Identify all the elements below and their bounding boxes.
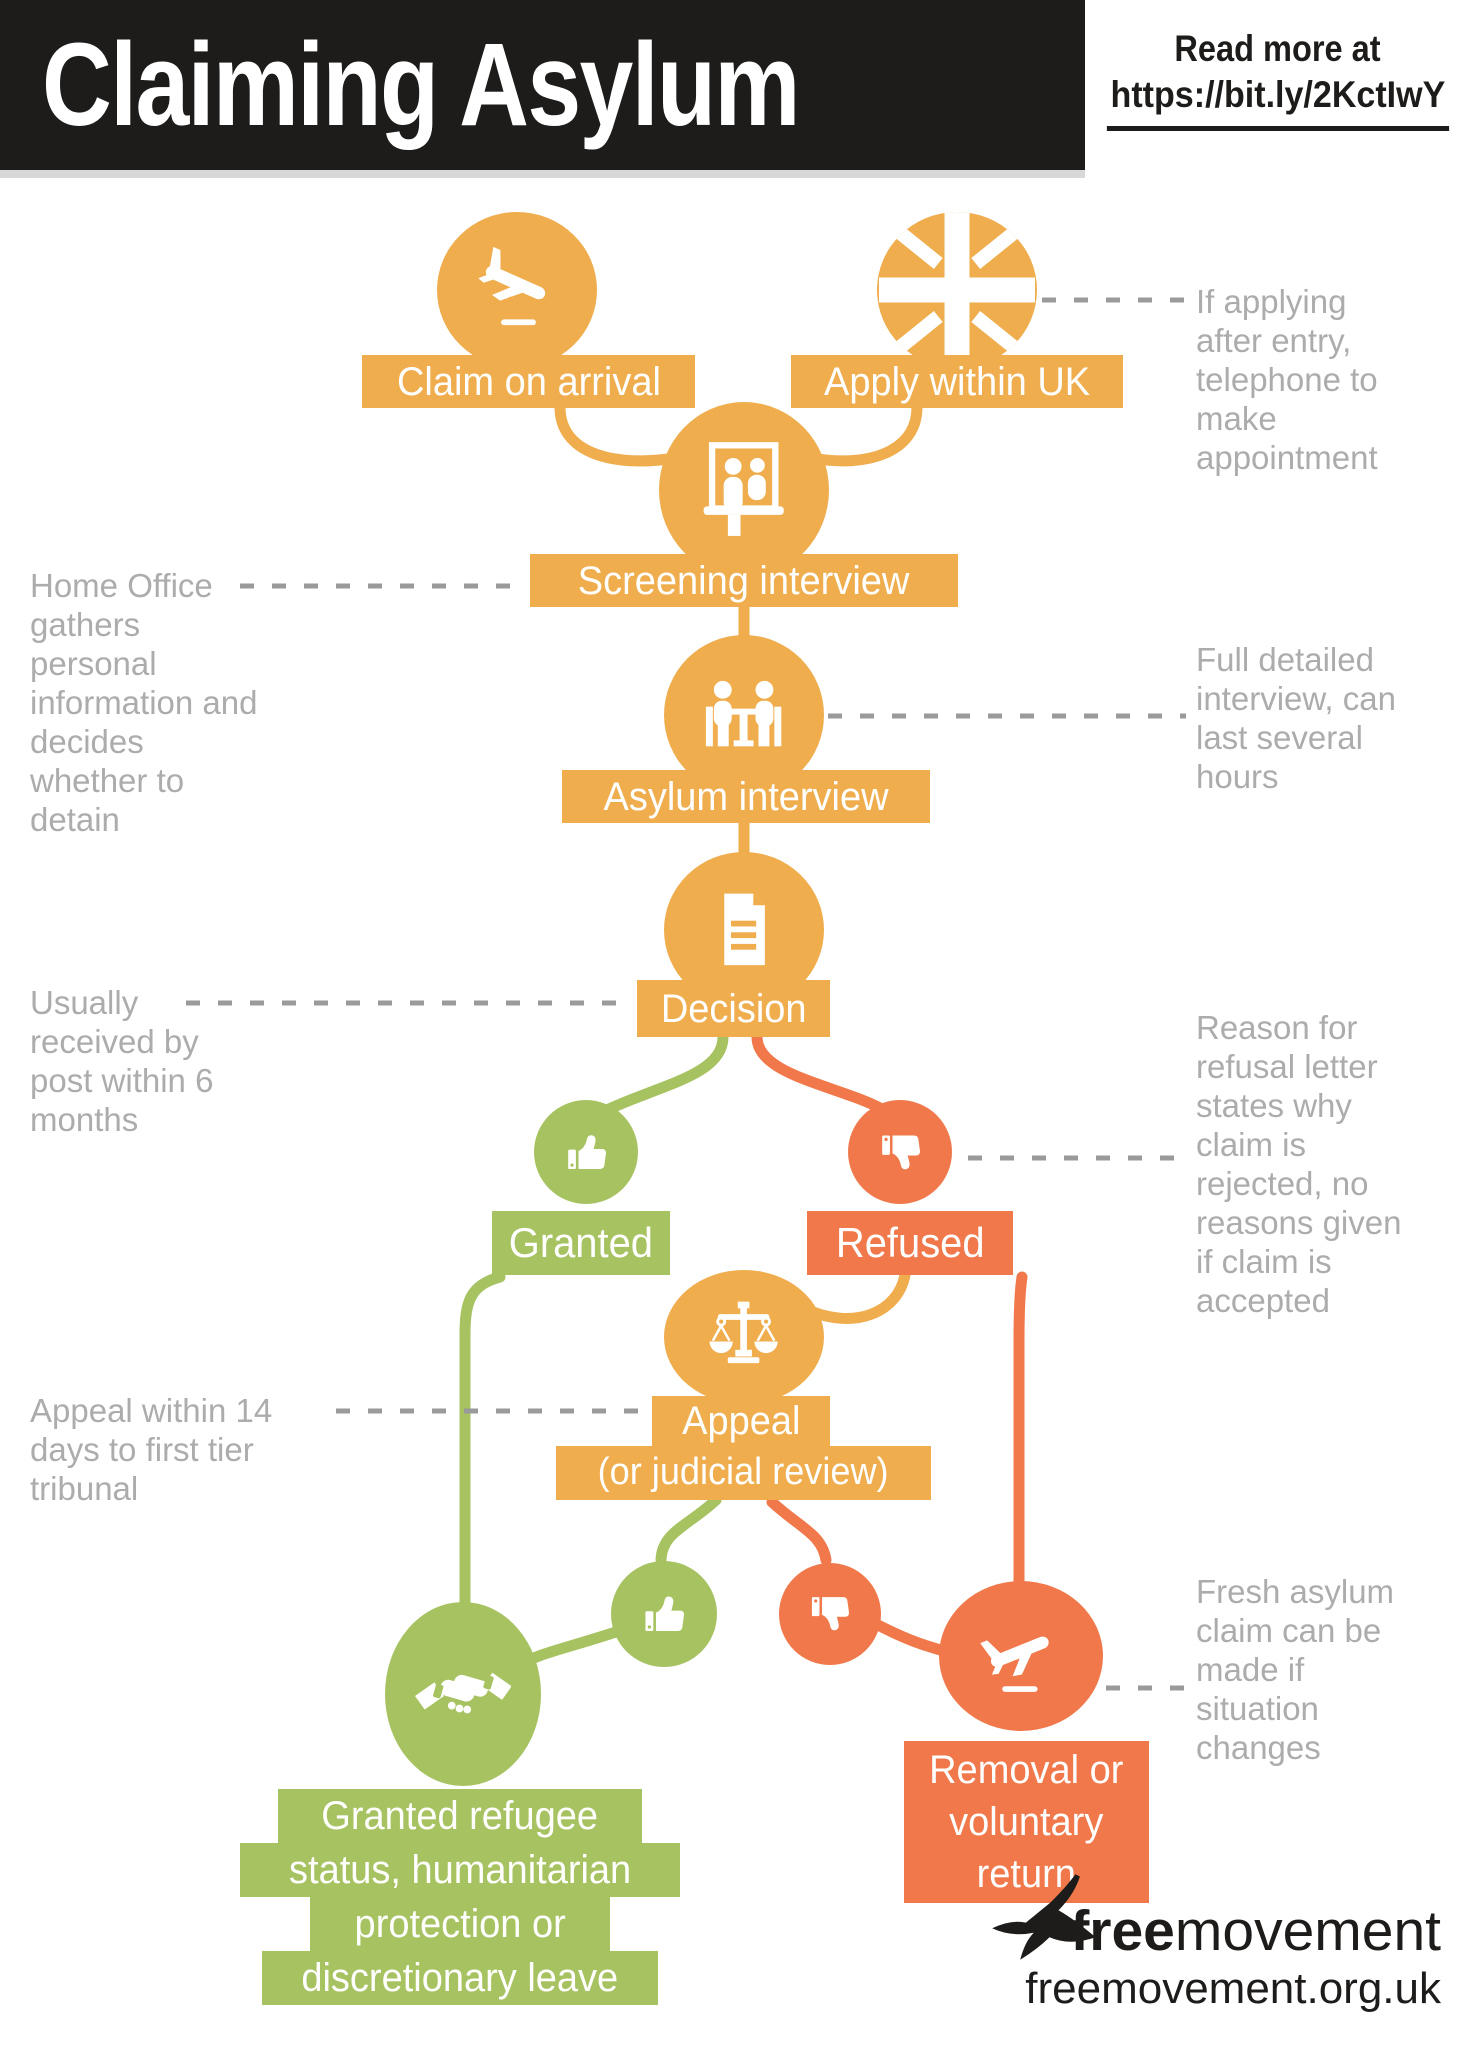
apply-within-uk-label: Apply within UK: [791, 355, 1123, 408]
read-more-label: Read more at: [1174, 28, 1381, 69]
brand-bold: free: [1070, 1899, 1175, 1963]
site-url-link[interactable]: freemovement.org.uk: [1025, 1964, 1441, 2013]
plane-landing-icon: [478, 246, 546, 325]
thumbs-up-icon: [645, 1596, 685, 1632]
appeal-granted-node: [611, 1561, 717, 1667]
appeal-label-line1: Appeal: [652, 1396, 830, 1446]
brand-rest: movement: [1174, 1899, 1441, 1963]
screening-node: [659, 402, 829, 578]
granted-label: Granted: [492, 1211, 670, 1275]
removal-label: Removal or voluntary return: [904, 1741, 1149, 1903]
granted-refugee-label-line1: Granted refugee: [278, 1789, 642, 1843]
appeal-node: [664, 1270, 824, 1404]
screening-note: Home Office gathers personal information…: [30, 567, 258, 838]
appeal-label-line2: (or judicial review): [556, 1446, 931, 1500]
claim-on-arrival-node: [437, 212, 597, 368]
page-title: Claiming Asylum: [42, 19, 800, 151]
desk-interview-icon: [703, 442, 785, 537]
claim-on-arrival-label: Claim on arrival: [362, 355, 695, 408]
document-icon: [724, 893, 766, 965]
refused-label: Refused: [807, 1211, 1013, 1275]
granted-node: [534, 1100, 638, 1204]
asylum-interview-node: [664, 635, 824, 795]
table-interview-icon: [706, 681, 782, 747]
granted-refugee-label-line4: discretionary leave: [262, 1951, 658, 2005]
bird-logo-icon: [992, 1874, 1096, 1960]
removal-note: Fresh asylum claim can be made if situat…: [1196, 1573, 1395, 1766]
decision-note: Usually received by post within 6 months: [30, 984, 214, 1138]
asylum-note: Full detailed interview, can last severa…: [1196, 641, 1396, 795]
thumbs-down-icon: [881, 1135, 920, 1170]
asylum-interview-label: Asylum interview: [562, 770, 930, 823]
appeal-note: Appeal within 14 days to first tier trib…: [30, 1392, 273, 1507]
appeal-refused-node: [779, 1563, 881, 1665]
apply-within-uk-node: [877, 212, 1037, 368]
decision-label: Decision: [637, 980, 830, 1037]
uk-flag-icon: [877, 212, 1037, 368]
granted-refugee-label-line3: protection or: [310, 1897, 610, 1951]
brand-wordmark: freemovement: [1070, 1898, 1441, 1964]
header-bar: Claiming Asylum: [0, 0, 1085, 170]
scales-icon: [709, 1302, 779, 1364]
plane-takeoff-icon: [980, 1636, 1049, 1692]
thumbs-up-icon: [567, 1134, 606, 1169]
refused-note: Reason for refusal letter states why cla…: [1196, 1009, 1402, 1319]
read-more-block: Read more at https://bit.ly/2KctIwY: [1085, 28, 1470, 131]
thumbs-down-icon: [812, 1597, 850, 1631]
handshake-icon: [414, 1672, 512, 1714]
refused-node: [848, 1100, 952, 1204]
granted-refugee-label-line2: status, humanitarian: [240, 1843, 680, 1897]
granted-refugee-node: [385, 1602, 541, 1786]
apply-note: If applying after entry, telephone to ma…: [1196, 283, 1378, 476]
screening-label: Screening interview: [530, 554, 958, 607]
read-more-url-link[interactable]: https://bit.ly/2KctIwY: [1106, 72, 1449, 131]
removal-node: [939, 1581, 1103, 1731]
